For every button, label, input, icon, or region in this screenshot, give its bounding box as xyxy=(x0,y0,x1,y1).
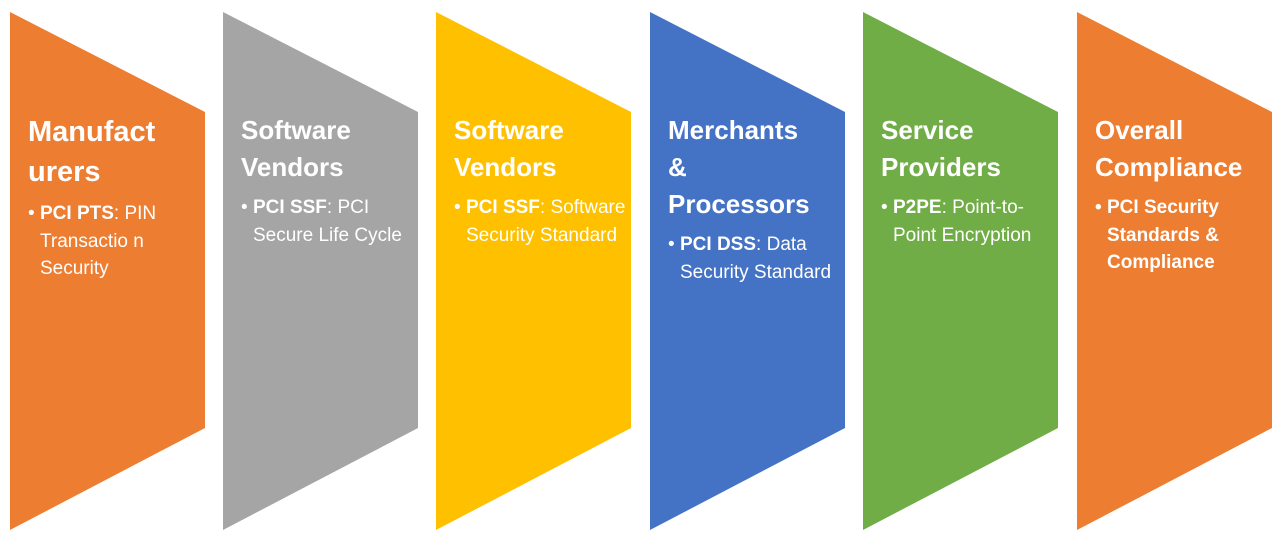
standard-acronym: PCI PTS xyxy=(40,203,114,224)
stage-title-line: Overall xyxy=(1095,115,1184,145)
chevron-fill xyxy=(223,12,418,530)
stage-title-line: Software xyxy=(241,115,351,145)
bullet-icon: • xyxy=(454,197,461,218)
stage-bullet: •PCI SSF: PCI Secure Life Cycle xyxy=(241,194,417,249)
stage-title-line: Merchants xyxy=(668,115,799,145)
stage-manufacturers: Manufact urers •PCI PTS: PIN Transactio n … xyxy=(10,0,206,544)
stage-title-line: Software xyxy=(454,115,564,145)
separator: : xyxy=(941,197,947,218)
stage-title-line: Manufact xyxy=(28,116,156,148)
standard-description: PIN Transactio n Security xyxy=(40,203,157,279)
standard-description: Software Security Standard xyxy=(466,197,626,246)
stage-bullet: •PCI SSF: Software Security Standard xyxy=(454,194,630,249)
bullet-icon: • xyxy=(28,203,35,224)
separator: : xyxy=(539,197,546,218)
stage-title-line: Processors xyxy=(668,189,810,219)
separator: : xyxy=(113,203,120,224)
chevron-fill xyxy=(436,12,631,530)
stage-bullet: •PCI Security Standards & Compliance xyxy=(1095,194,1271,277)
chevron-fill xyxy=(650,12,845,530)
standard-acronym: PCI DSS xyxy=(680,234,757,255)
chevron-fill xyxy=(1077,12,1272,530)
chevron-shape xyxy=(650,12,845,530)
chevron-shape xyxy=(1077,12,1272,530)
chevron-fill xyxy=(10,12,205,530)
stage-content: Merchants & Processors •PCI DSS: Data Secur… xyxy=(668,112,844,286)
standard-acronym: PCI SSF xyxy=(466,197,540,218)
stage-title-line: Service xyxy=(881,115,974,145)
separator: : xyxy=(756,234,762,255)
stage-content: Manufact urers •PCI PTS: PIN Transactio n … xyxy=(28,112,204,283)
stage-bullet: •PCI DSS: Data Security Standard xyxy=(668,231,844,286)
stage-title-line: Vendors xyxy=(454,152,557,182)
chevron-shape xyxy=(223,12,418,530)
stage-title-line: Vendors xyxy=(241,152,344,182)
bullet-icon: • xyxy=(668,234,675,255)
standard-acronym: PCI Security Standards & Compliance xyxy=(1107,197,1219,273)
chevron-shape xyxy=(10,12,205,530)
bullet-icon: • xyxy=(881,197,888,218)
standard-description: PCI Secure Life Cycle xyxy=(253,197,402,246)
stage-merchants-processors: Merchants & Processors •PCI DSS: Data Secur… xyxy=(650,0,846,544)
chevron-fill xyxy=(863,12,1058,530)
stage-title: Merchants & Processors xyxy=(668,112,844,223)
stage-title-line: urers xyxy=(28,156,101,188)
chevron-shape xyxy=(863,12,1058,530)
chevron-shape xyxy=(436,12,631,530)
stage-bullet: •P2PE: Point-to-Point Encryption xyxy=(881,194,1057,249)
separator: : xyxy=(326,197,333,218)
stage-title-line: Providers xyxy=(881,152,1001,182)
stage-title-line: Compliance xyxy=(1095,152,1243,182)
stage-bullet: •PCI PTS: PIN Transactio n Security xyxy=(28,200,204,283)
standard-description: Data Security Standard xyxy=(680,234,832,283)
stage-title-line: & xyxy=(668,152,687,182)
bullet-icon: • xyxy=(1095,197,1102,218)
stage-title: Manufact urers xyxy=(28,112,204,192)
standard-acronym: PCI SSF xyxy=(253,197,327,218)
standard-acronym: P2PE xyxy=(893,197,942,218)
bullet-icon: • xyxy=(241,197,248,218)
standard-description: Point-to-Point Encryption xyxy=(893,197,1032,246)
